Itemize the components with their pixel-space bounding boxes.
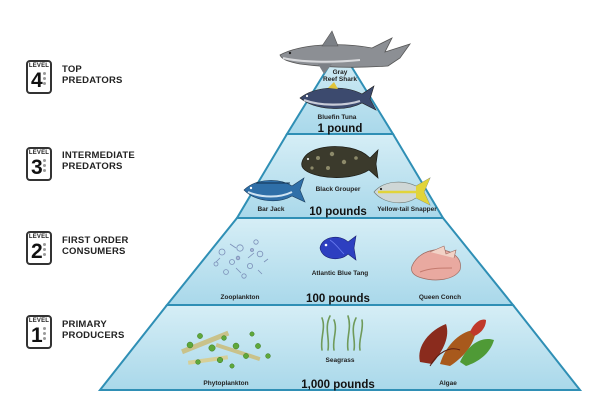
level-4-badge: LEVEL 4 [26,60,52,94]
level-4-badge-word: LEVEL [28,63,50,69]
level-4-weight: 1 pound [318,123,363,135]
seagrass-icon [320,315,364,351]
level-4-title-line1: TOP [62,64,82,75]
level-1-title: PRIMARY PRODUCERS [62,319,125,341]
zooplankton-label: Zooplankton [221,294,260,301]
bar-jack-label: Bar Jack [257,206,284,213]
level-2-badge: LEVEL 2 [26,231,52,265]
level-2-title-line1: FIRST ORDER [62,235,129,246]
level-2-number: 2 [31,240,43,263]
level-4-title-line2: PREDATORS [62,75,123,86]
level-1-badge: LEVEL 1 [26,315,52,349]
level-3-number: 3 [31,156,43,179]
level-1-title-line1: PRIMARY [62,319,107,330]
level-1-title-line2: PRODUCERS [62,330,125,341]
grouper-label: Black Grouper [316,186,361,193]
phytoplankton-label: Phytoplankton [203,380,248,387]
pyramid-tier-2 [164,217,516,306]
bar-jack-icon [243,177,306,203]
level-4-dots-icon [43,72,47,87]
level-2-weight: 100 pounds [306,293,370,305]
level-3-weight: 10 pounds [309,206,367,218]
level-4-title: TOP PREDATORS [62,64,123,86]
level-1-badge-word: LEVEL [28,318,50,324]
algae-label: Algae [439,380,457,387]
level-3-badge-word: LEVEL [28,150,50,156]
yellow-tail-snapper-icon [373,177,431,206]
bluefin-tuna-icon [299,82,377,111]
level-2-title: FIRST ORDER CONSUMERS [62,235,129,257]
shark-label-line1: Gray [333,69,348,76]
zooplankton-icon [213,239,269,279]
gray-reef-shark-icon [279,30,412,74]
blue-tang-label: Atlantic Blue Tang [312,270,369,277]
tuna-label: Bluefin Tuna [318,114,357,121]
level-3-title-line1: INTERMEDIATE [62,150,135,161]
conch-label: Queen Conch [419,294,461,301]
level-3-title: INTERMEDIATE PREDATORS [62,150,135,172]
shark-label-line2: Reef Shark [323,76,357,83]
level-3-badge: LEVEL 3 [26,147,52,181]
queen-conch-icon [411,245,461,281]
level-1-dots-icon [43,327,47,342]
algae-icon [419,319,494,367]
level-2-title-line2: CONSUMERS [62,246,126,257]
level-2-dots-icon [43,243,47,258]
phytoplankton-icon [181,330,271,369]
level-4-number: 4 [31,69,43,92]
level-1-weight: 1,000 pounds [301,379,375,391]
snapper-label: Yellow-tail Snapper [377,206,437,213]
level-1-number: 1 [31,324,43,347]
level-3-title-line2: PREDATORS [62,161,123,172]
atlantic-blue-tang-icon [319,235,357,261]
pyramid-tier-1 [97,304,583,391]
seagrass-label: Seagrass [326,357,355,364]
black-grouper-icon [301,146,379,179]
level-2-badge-word: LEVEL [28,234,50,240]
level-3-dots-icon [43,159,47,174]
